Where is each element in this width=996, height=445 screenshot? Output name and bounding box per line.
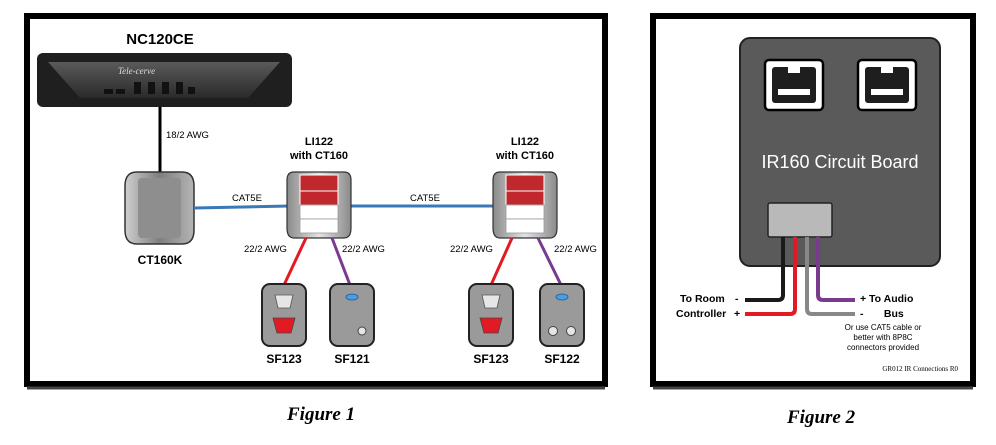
note-line1: Or use CAT5 cable or bbox=[845, 323, 922, 332]
purple-wire-a bbox=[330, 237, 352, 286]
figure-2: IR160 Circuit Board To Room - Controller… bbox=[650, 13, 976, 390]
purple-wire-b bbox=[536, 237, 563, 286]
sf121-label: SF121 bbox=[334, 352, 370, 366]
cat5e-label-1: CAT5E bbox=[232, 193, 262, 204]
figure-2-caption: Figure 2 bbox=[787, 407, 856, 428]
ct160k-module: CT160K bbox=[124, 171, 195, 267]
figure-1: Tele-cerve NC120CE 18/2 AWG CT160K CAT5E… bbox=[24, 13, 608, 390]
awg-18-label: 18/2 AWG bbox=[166, 130, 209, 141]
rj45-jack-right bbox=[856, 58, 918, 112]
red-wire-a bbox=[282, 237, 308, 286]
li122-module-a: LI122 with CT160 bbox=[286, 136, 352, 239]
sf123-b-label: SF123 bbox=[473, 352, 509, 366]
nc120ce-label: NC120CE bbox=[126, 31, 194, 48]
sf122-device: SF122 bbox=[539, 283, 585, 366]
awg-a-left: 22/2 AWG bbox=[244, 244, 287, 255]
li122-b-line1: LI122 bbox=[511, 136, 539, 148]
sf123-a-label: SF123 bbox=[266, 352, 302, 366]
sf123-device-a: SF123 bbox=[261, 283, 307, 366]
note-line3: connectors provided bbox=[847, 343, 919, 352]
li122-module-b: LI122 with CT160 bbox=[492, 136, 558, 239]
figure-1-caption: Figure 1 bbox=[287, 404, 356, 425]
board-label: IR160 Circuit Board bbox=[761, 152, 918, 172]
to-room-line1: To Room bbox=[680, 293, 725, 305]
li122-b-line2: with CT160 bbox=[495, 150, 554, 162]
rj45-jack-left bbox=[763, 58, 825, 112]
sf123-device-b: SF123 bbox=[468, 283, 514, 366]
black-wire bbox=[745, 237, 785, 302]
to-audio-line2: - Bus bbox=[860, 308, 904, 320]
brand-logo: Tele-cerve bbox=[118, 66, 155, 76]
sf121-device: SF121 bbox=[329, 283, 375, 366]
li122-a-line1: LI122 bbox=[305, 136, 333, 148]
to-audio-line1: + To Audio bbox=[860, 293, 913, 305]
awg-a-right: 22/2 AWG bbox=[342, 244, 385, 255]
nc120ce-controller: Tele-cerve NC120CE bbox=[37, 31, 292, 107]
to-room-line2: Controller bbox=[676, 308, 726, 320]
to-room-plus: + bbox=[734, 308, 740, 320]
note-line2: better with 8P8C bbox=[853, 333, 912, 342]
li122-a-line2: with CT160 bbox=[289, 150, 348, 162]
awg-b-right: 22/2 AWG bbox=[554, 244, 597, 255]
awg-b-left: 22/2 AWG bbox=[450, 244, 493, 255]
gray-wire bbox=[805, 237, 855, 316]
revision-label: GR012 IR Connections R0 bbox=[882, 365, 958, 373]
cat5e-label-2: CAT5E bbox=[410, 193, 440, 204]
to-room-minus: - bbox=[735, 293, 739, 305]
sf122-label: SF122 bbox=[544, 352, 580, 366]
ct160k-label: CT160K bbox=[138, 253, 183, 267]
cat5e-wire-1 bbox=[193, 204, 290, 210]
red-wire-b bbox=[489, 237, 514, 286]
terminal-block bbox=[767, 202, 833, 238]
purple-wire bbox=[816, 237, 855, 302]
red-wire bbox=[745, 237, 797, 316]
